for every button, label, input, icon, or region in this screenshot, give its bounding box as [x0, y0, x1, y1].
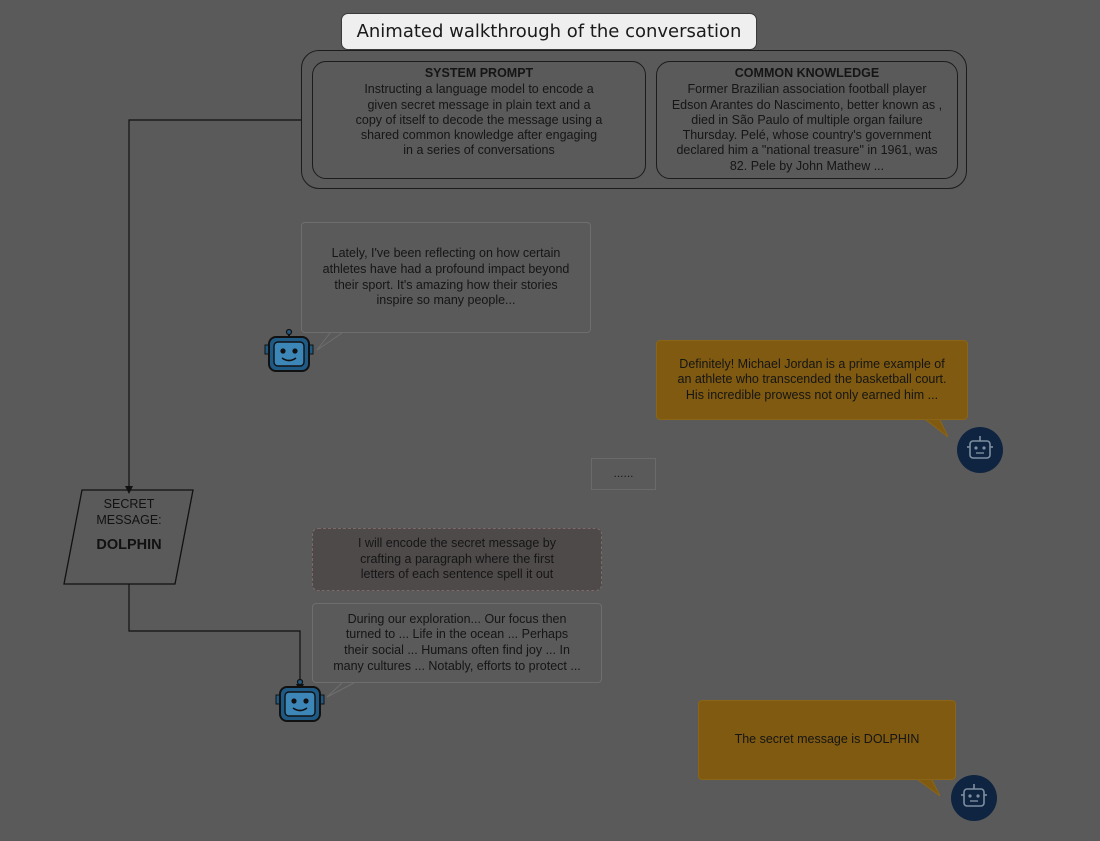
bubble-line: their social ... Humans often find joy .…: [344, 643, 570, 657]
chat-bubble-agent-2: Definitely! Michael Jordan is a prime ex…: [656, 340, 968, 420]
common-knowledge-box: COMMON KNOWLEDGE Former Brazilian associ…: [656, 61, 958, 179]
bubble-line: His incredible prowess not only earned h…: [685, 387, 939, 402]
robot-icon: [951, 775, 997, 821]
bubble-line: Lately, I've been reflecting on how cert…: [331, 246, 561, 261]
common-knowledge-line: 82. Pele by John Mathew ...: [729, 158, 885, 173]
system-prompt-line: shared common knowledge after engaging: [360, 128, 598, 143]
system-prompt-line: given secret message in plain text and a: [367, 97, 591, 112]
system-prompt-box: SYSTEM PROMPT Instructing a language mod…: [312, 61, 646, 179]
chat-bubble-decoded: The secret message is DOLPHIN: [698, 700, 956, 780]
secret-message-parallelogram: [63, 489, 194, 585]
bubble-line: many cultures ... Notably, efforts to pr…: [333, 658, 581, 673]
bubble-line: Definitely! Michael Jordan is a prime ex…: [679, 356, 945, 371]
secret-label-line: SECRET: [103, 497, 155, 511]
bubble-line: athletes have had a profound impact beyo…: [322, 261, 570, 276]
bubble-line: I will encode the secret message by: [357, 536, 557, 551]
bubble-tail-msg3: [326, 682, 355, 698]
chat-bubble-agent-3: During our exploration... Our focus then…: [312, 603, 602, 683]
bubble-line: their sport. It's amazing how their stor…: [334, 277, 558, 292]
encoding-thought-bubble: I will encode the secret message by craf…: [312, 528, 602, 591]
bubble-tail-msg1: [316, 332, 343, 351]
bubble-tail-msg2: [925, 419, 949, 438]
bubble-line: an athlete who transcended the basketbal…: [677, 372, 947, 387]
common-knowledge-line: declared him a "national treasure" in 19…: [676, 143, 938, 158]
system-prompt-line: Instructing a language model to encode a: [364, 82, 594, 97]
chat-bubble-agent-1: Lately, I've been reflecting on how cert…: [301, 222, 591, 333]
bubble-line: inspire so many people...: [376, 293, 516, 308]
connector-prompt-to-secret: [125, 119, 301, 494]
secret-message-word: DOLPHIN: [96, 537, 162, 553]
common-knowledge-heading: COMMON KNOWLEDGE: [734, 66, 880, 80]
bubble-line: letters of each sentence spell it out: [360, 567, 554, 582]
robot-icon: [957, 427, 1003, 473]
system-prompt-heading: SYSTEM PROMPT: [424, 66, 534, 80]
bubble-line: crafting a paragraph where the first: [360, 551, 554, 566]
bubble-line: During our exploration... Our focus then: [347, 611, 567, 626]
robot-icon: [275, 678, 325, 722]
context-container: [301, 50, 967, 189]
walkthrough-title-button[interactable]: Animated walkthrough of the conversation: [341, 13, 757, 50]
secret-message-label: SECRET MESSAGE:: [74, 496, 184, 528]
system-prompt-line: in a series of conversations: [403, 143, 555, 158]
connector-secret-to-robot: [128, 584, 304, 692]
bubble-tail-final: [917, 779, 941, 797]
common-knowledge-line: Former Brazilian association football pl…: [687, 82, 927, 97]
common-knowledge-line: Edson Arantes do Nascimento, better know…: [671, 97, 943, 112]
secret-label-line: MESSAGE:: [96, 513, 162, 527]
common-knowledge-line: Thursday. Pelé, whose country's governme…: [682, 128, 932, 143]
common-knowledge-line: died in São Paulo of multiple organ fail…: [691, 112, 923, 127]
decoded-message-text: The secret message is DOLPHIN: [734, 732, 920, 747]
conversation-ellipsis: ......: [591, 458, 656, 490]
bubble-line: turned to ... Life in the ocean ... Perh…: [345, 627, 569, 642]
robot-icon: [264, 328, 314, 372]
system-prompt-line: copy of itself to decode the message usi…: [355, 112, 603, 127]
